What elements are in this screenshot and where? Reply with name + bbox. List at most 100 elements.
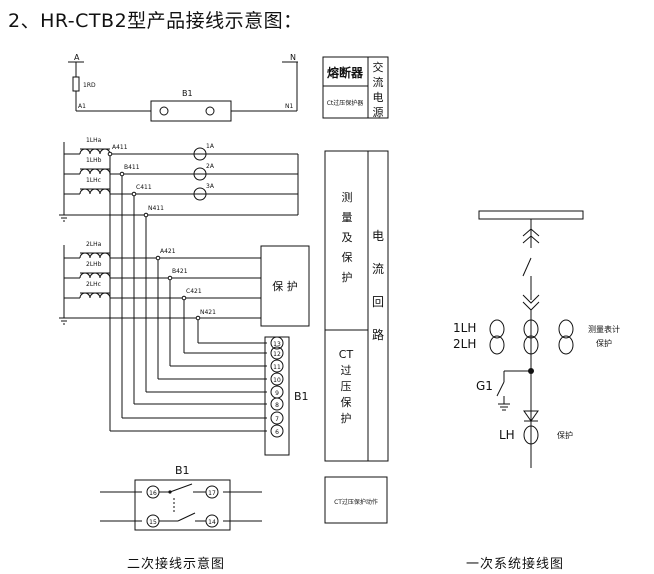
ct-2lhc-label: 2LHc (86, 281, 101, 288)
legend-loop-char: 电 (372, 229, 384, 243)
caption-secondary: 二次接线示意图 (127, 557, 226, 572)
ct-2lh-mid (523, 335, 539, 355)
legend-ac-power-char: 源 (373, 105, 384, 119)
legend-ct-over-char: 护 (341, 411, 352, 425)
ct-coil-4 (79, 272, 111, 279)
contact-box-label: B1 (175, 464, 190, 477)
legend-loop-char: 路 (372, 327, 384, 342)
terminal-12 (270, 346, 284, 360)
terminal-label: 10 (273, 377, 281, 384)
arrow-down (523, 410, 539, 422)
ct-1lha-label: 1LHa (86, 137, 102, 144)
measuring-ct-circuit: 1LHa 1LHb 1LHc A411 B411 C411 N411 1A 2A… (59, 137, 299, 222)
fuse-label: 1RD (83, 82, 96, 89)
tap-a411-label: A411 (112, 144, 128, 151)
legend-ac-power-char: 电 (373, 91, 384, 104)
ammeter-1a-label: 1A (206, 143, 215, 150)
contact-box-frame (134, 479, 231, 531)
protection-relay-box (260, 245, 310, 327)
b1-contact-box: B1 16 17 15 14 (100, 464, 262, 531)
ammeter-3a (193, 187, 207, 201)
legend-ac-power-char: 流 (373, 75, 384, 89)
tap-b411-label: B411 (124, 164, 140, 171)
legend-loop-char: 回 (372, 295, 384, 309)
n1-label: N1 (285, 103, 293, 110)
legend-measure-char: 及 (342, 231, 353, 244)
tap-node-2 (131, 191, 137, 197)
terminal-13 (270, 336, 284, 350)
legend-ct-over-char: 过 (341, 364, 352, 377)
tap-node-3 (143, 212, 149, 218)
legend-fuse: 熔断器 (327, 65, 364, 80)
ct-1lh-right (558, 319, 574, 339)
device-b1-label: B1 (182, 89, 193, 98)
tap-b421-label: B421 (172, 268, 188, 275)
tap-a421-label: A421 (160, 248, 176, 255)
ammeter-2a (193, 167, 207, 181)
ct-2lh-left (489, 335, 505, 355)
terminal-7 (270, 411, 284, 425)
terminal-17-label: 17 (208, 490, 216, 497)
note-protect-2: 保护 (557, 430, 573, 440)
tap-node-5 (167, 275, 173, 281)
legend-action-box (324, 476, 388, 524)
label-g1: G1 (476, 379, 493, 393)
ct-1lhb-label: 1LHb (86, 157, 102, 164)
legend-measure-char: 保 (342, 250, 353, 264)
terminal-label: 8 (275, 402, 279, 409)
ammeter-3a-label: 3A (206, 183, 215, 190)
ct-coil-5 (79, 292, 111, 299)
ct-1lhc-label: 1LHc (86, 177, 101, 184)
ct-coil-1 (79, 168, 111, 175)
terminal-10 (270, 372, 284, 386)
tap-node-4 (155, 255, 161, 261)
ct-coil-0 (79, 148, 111, 155)
a1-label: A1 (78, 103, 86, 110)
device-b1 (150, 100, 232, 122)
terminal-label: 11 (273, 364, 281, 371)
tap-node-6 (181, 295, 187, 301)
legend-loop-char: 流 (372, 262, 384, 276)
note-meter: 测量表计 (588, 324, 620, 334)
terminal-15-label: 15 (149, 519, 157, 526)
ct-2lha-label: 2LHa (86, 241, 102, 248)
terminal-block-label: B1 (294, 390, 309, 403)
legend-measure-char: 测 (342, 191, 353, 204)
terminal-6 (270, 424, 284, 438)
legend-ct-action: CT过压保护动作 (334, 498, 378, 506)
terminal-16-label: 16 (149, 490, 157, 497)
tap-node-0 (107, 151, 113, 157)
note-protect-1: 保护 (596, 338, 612, 348)
ct-1lh-left (489, 319, 505, 339)
busbar (478, 210, 584, 220)
phase-a-label: A (74, 53, 80, 62)
tap-n411-label: N411 (148, 205, 164, 212)
protection-ct-circuit: 2LHa 2LHb 2LHc A421 B421 C421 N421 保 护 (59, 241, 310, 327)
power-supply-circuit: A 1RD A1 N N1 B1 (68, 53, 298, 122)
ammeter-1a (193, 147, 207, 161)
legend-measure-char: 量 (342, 211, 353, 224)
ct-2lhb-label: 2LHb (86, 261, 102, 268)
ct-coil-2 (79, 188, 111, 195)
tap-c421-label: C421 (186, 288, 202, 295)
neutral-label: N (290, 53, 296, 62)
ct-1lh-mid (523, 319, 539, 339)
tap-node-1 (119, 171, 125, 177)
terminal-label: 9 (275, 390, 279, 397)
legend-ct-over-char: 保 (341, 395, 352, 409)
terminal-label: 12 (273, 351, 281, 358)
primary-system-diagram: 1LH 2LH 测量表计 保护 G1 LH 保护 (453, 210, 620, 468)
terminal-label: 6 (275, 429, 279, 436)
legend-current-loop-box (324, 150, 389, 462)
label-2lh: 2LH (453, 337, 476, 351)
label-1lh: 1LH (453, 321, 476, 335)
ammeter-2a-label: 2A (206, 163, 215, 170)
ct-lh (523, 425, 539, 445)
tap-node-7 (195, 315, 201, 321)
b1-terminal-left (159, 106, 169, 116)
protection-relay-label: 保 护 (272, 279, 298, 293)
